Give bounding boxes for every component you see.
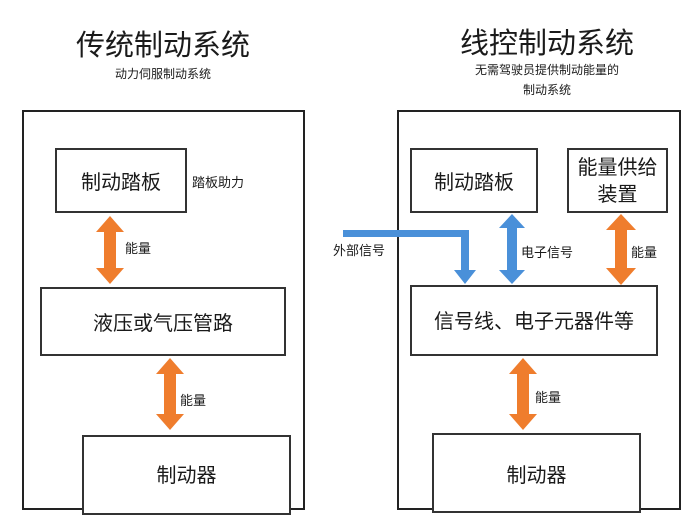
electronic-signal-label: 电子信号: [521, 246, 574, 261]
left-title: 传统制动系统: [75, 28, 250, 62]
left-energy-arrow-2: [156, 358, 184, 430]
pedal-assist-label: 踏板助力: [192, 176, 245, 191]
pipeline-label: 液压或气压管路: [93, 311, 233, 335]
right-energy-arrow-1: [606, 214, 636, 285]
right-subtitle-2: 制动系统: [522, 83, 571, 97]
pipeline-box: 液压或气压管路: [40, 287, 286, 356]
external-signal-arrow: [343, 230, 476, 284]
left-energy-label-2: 能量: [180, 394, 207, 409]
left-brake-box: 制动器: [82, 435, 291, 515]
right-title: 线控制动系统: [459, 26, 634, 60]
right-pedal-box: 制动踏板: [410, 148, 538, 213]
right-energy-label-2: 能量: [535, 391, 562, 406]
right-brake-box: 制动器: [432, 433, 641, 513]
right-signal-arrow: [499, 214, 525, 284]
energy-supply-box: 能量供给装置: [567, 148, 668, 213]
left-subtitle: 动力伺服制动系统: [114, 67, 211, 81]
left-energy-arrow-1: [96, 216, 124, 284]
right-subtitle-1: 无需驾驶员提供制动能量的: [474, 63, 619, 77]
right-energy-label-1: 能量: [631, 246, 658, 261]
left-pedal-label: 制动踏板: [81, 170, 161, 194]
right-pedal-label: 制动踏板: [434, 170, 514, 194]
energy-supply-label: 能量供给装置: [577, 154, 658, 206]
electronics-label: 信号线、电子元器件等: [434, 308, 634, 333]
left-pedal-box: 制动踏板: [55, 148, 187, 213]
left-energy-label-1: 能量: [125, 242, 152, 257]
left-brake-label: 制动器: [156, 463, 217, 487]
external-signal-label: 外部信号: [333, 244, 386, 259]
electronics-box: 信号线、电子元器件等: [410, 285, 658, 356]
arrows-layer: [96, 214, 636, 430]
right-energy-arrow-2: [509, 358, 537, 430]
right-brake-label: 制动器: [506, 463, 567, 487]
